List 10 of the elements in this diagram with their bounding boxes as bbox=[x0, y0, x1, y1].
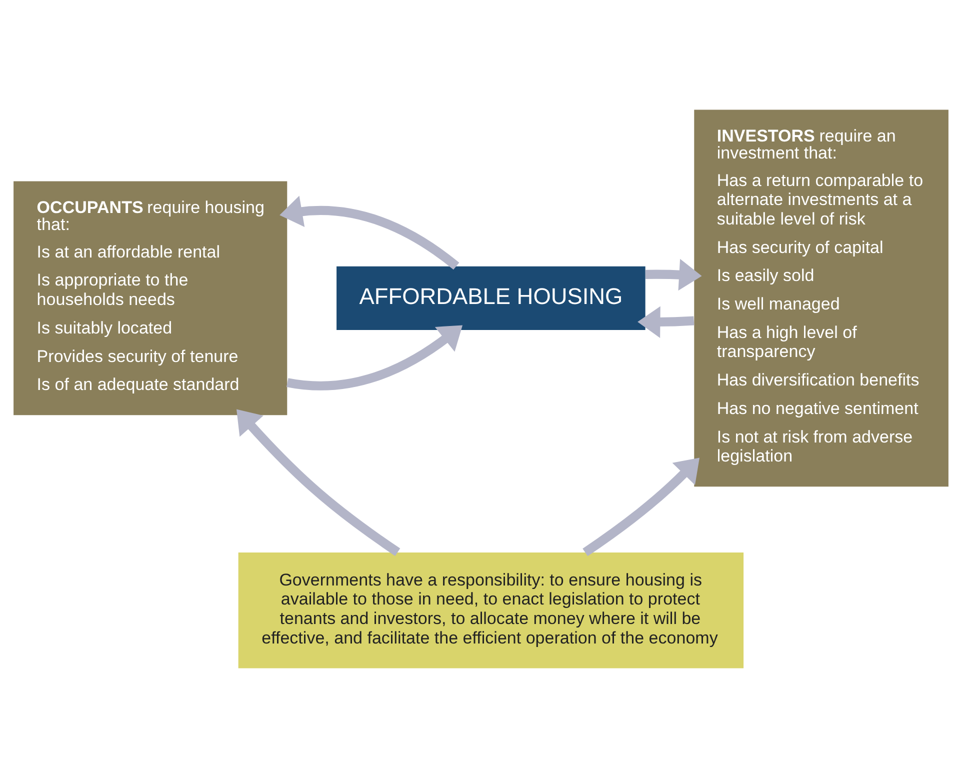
node-box: Governments have a responsibility: to ensure housing is available to those in need, to enact legislation to protect tenants and investors, to allocate money where it will be effective, and facilitate the efficient operation of the economy bbox=[238, 552, 744, 668]
arrow bbox=[286, 325, 462, 390]
arrow bbox=[236, 409, 400, 556]
node-box: OCCUPANTS require housing that: Is at an affordable rental Is appropriate to the households needs Is suitably located Provides security of tenure Is of an adequate standard bbox=[13, 181, 287, 416]
node-box: INVESTORS require an investment that: Has a return comparable to alternate investments at a suitable level of risk Has security of capital Is easily sold Is well managed Has a high level of transparency Has diversification benefits Has no negative sentiment Is not at risk from adverse legislation bbox=[694, 110, 948, 487]
arrow bbox=[644, 258, 702, 291]
node-box: AFFORDABLE HOUSING bbox=[336, 266, 645, 330]
arrow bbox=[279, 196, 459, 270]
arrow bbox=[637, 306, 694, 338]
arrow bbox=[582, 458, 700, 556]
